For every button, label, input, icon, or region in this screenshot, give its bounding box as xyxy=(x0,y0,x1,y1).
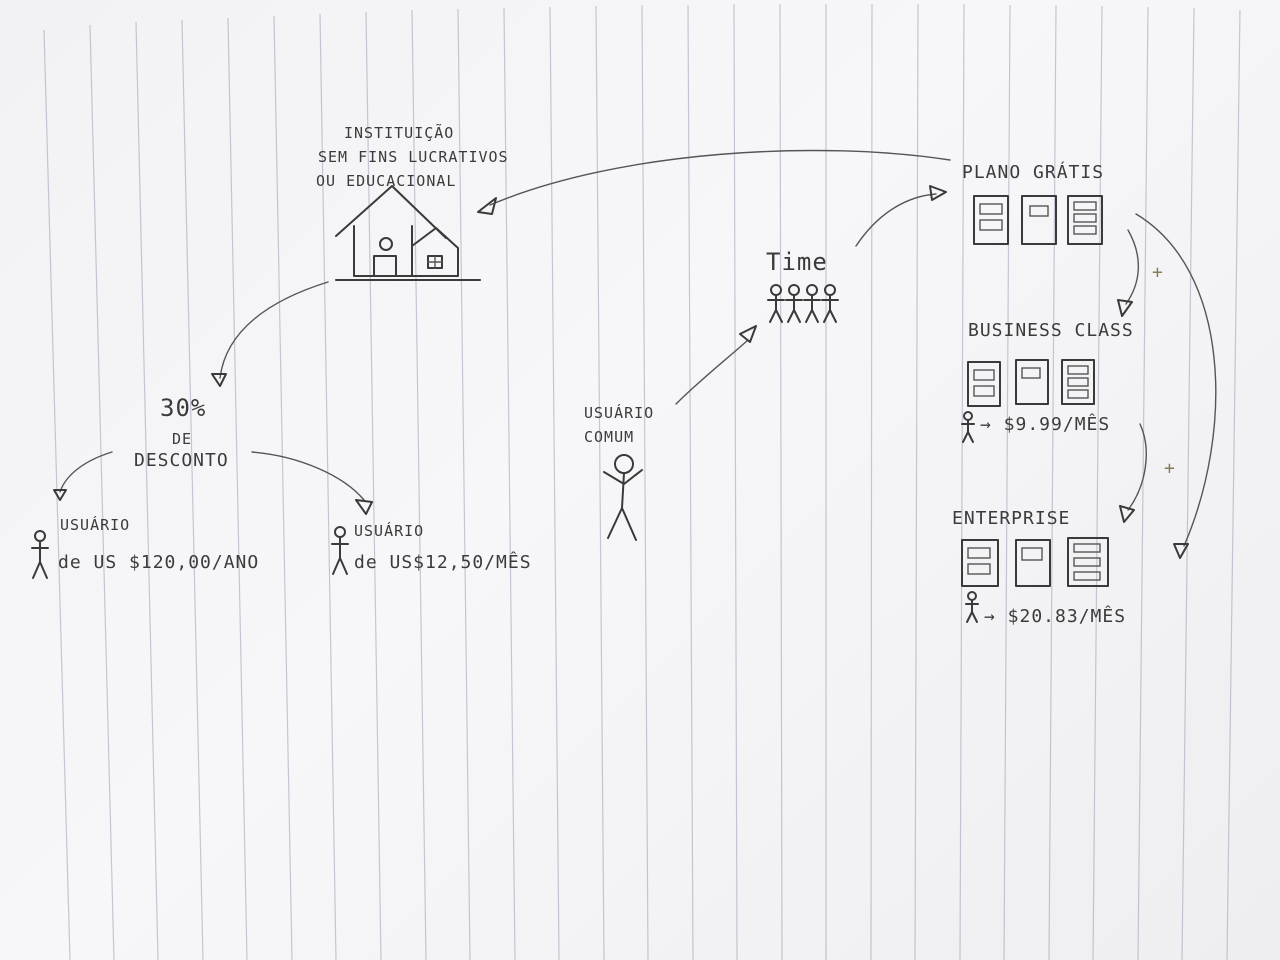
institution-line1: INSTITUIÇÃO xyxy=(344,124,455,142)
institution-line3: OU EDUCACIONAL xyxy=(316,172,457,190)
plan-business-price: → $9.99/MÊS xyxy=(980,414,1111,435)
discount-percent: 30% xyxy=(160,394,207,422)
user-monthly-price: de US$12,50/MÊS xyxy=(354,552,532,573)
arrow-plan-to-institution xyxy=(477,149,951,215)
common-user-line1: USUÁRIO xyxy=(584,404,655,422)
user-monthly-icon xyxy=(331,526,349,575)
arrow-free-to-business xyxy=(1117,229,1139,317)
plus-sign-business: + xyxy=(1164,458,1176,479)
free-plan-cards xyxy=(973,195,1103,245)
team-icon xyxy=(767,284,839,323)
plus-sign-free: + xyxy=(1152,262,1164,283)
plan-free-name: PLANO GRÁTIS xyxy=(962,162,1105,183)
team-label: Time xyxy=(766,248,828,276)
paper-rules xyxy=(43,3,1241,960)
plan-enterprise-name: ENTERPRISE xyxy=(952,508,1071,529)
house-icon xyxy=(335,185,481,281)
arrow-business-to-enterprise xyxy=(1119,423,1147,523)
user-annual-icon xyxy=(31,530,49,579)
user-monthly-title: USUÁRIO xyxy=(354,522,425,540)
discount-line2: DE xyxy=(172,430,193,448)
enterprise-user-icon xyxy=(965,591,979,623)
enterprise-plan-cards xyxy=(961,537,1109,587)
arrow-discount-to-annual xyxy=(53,451,113,501)
arrow-team-to-free-plan xyxy=(855,185,947,247)
institution-line2: SEM FINS LUCRATIVOS xyxy=(318,148,509,166)
arrow-user-to-team xyxy=(675,325,757,405)
arrow-institution-to-discount xyxy=(211,281,329,387)
common-user-icon xyxy=(603,454,643,541)
discount-line3: DESCONTO xyxy=(134,450,229,471)
user-annual-price: de US $120,00/ANO xyxy=(58,552,260,573)
arrow-free-to-enterprise xyxy=(1135,213,1217,559)
plan-enterprise-price: → $20.83/MÊS xyxy=(984,606,1127,627)
user-annual-title: USUÁRIO xyxy=(60,516,131,534)
arrow-discount-to-monthly xyxy=(251,451,373,515)
business-plan-cards xyxy=(967,359,1095,407)
business-user-icon xyxy=(961,411,975,443)
common-user-line2: COMUM xyxy=(584,428,635,446)
plan-business-name: BUSINESS CLASS xyxy=(968,320,1134,341)
